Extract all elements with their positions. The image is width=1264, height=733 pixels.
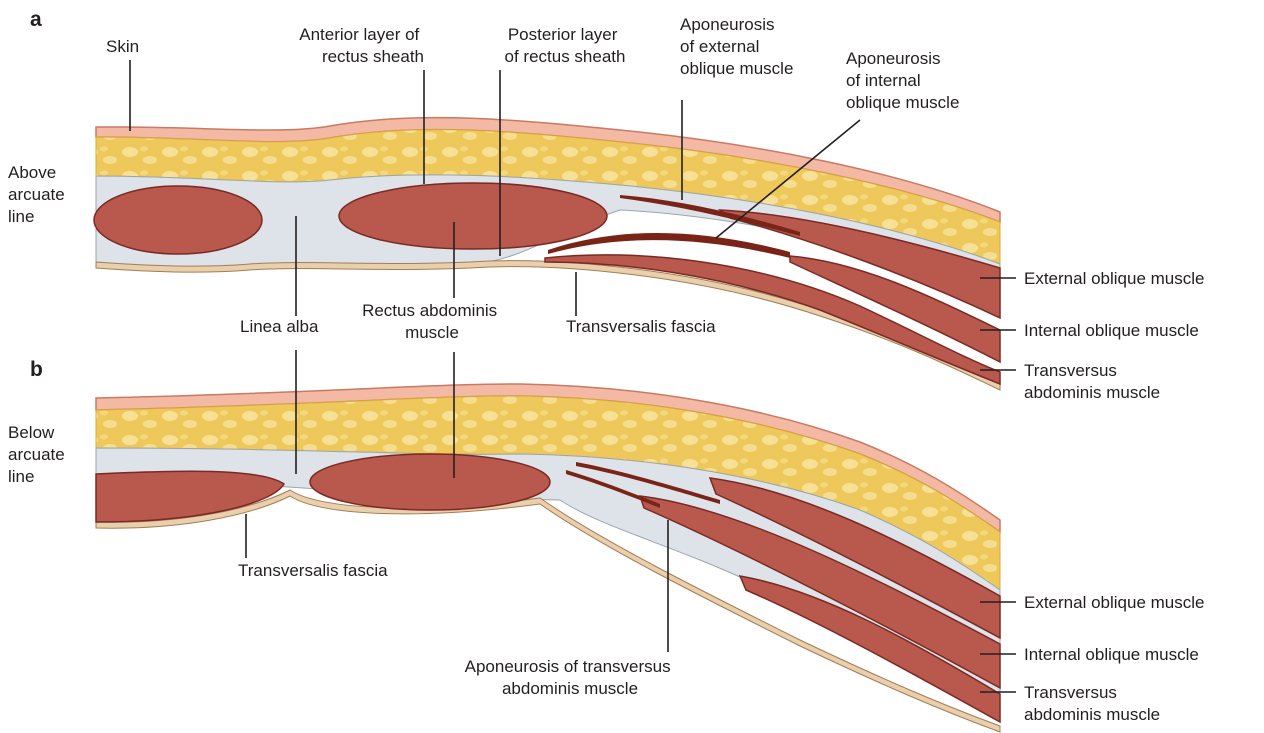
label-posterior-layer: Posterior layer of rectus sheath <box>505 25 626 66</box>
label-apo-transversus: Aponeurosis of transversus abdominis mus… <box>465 657 676 698</box>
label-internal-oblique-a: Internal oblique muscle <box>1024 321 1199 340</box>
label-external-oblique-a: External oblique muscle <box>1024 269 1204 288</box>
panel-b-side-label: Below arcuate line <box>8 423 69 486</box>
label-apo-internal: Aponeurosis of internal oblique muscle <box>846 49 959 112</box>
rectus-muscle-left <box>94 186 262 254</box>
label-skin: Skin <box>106 37 139 56</box>
label-apo-external: Aponeurosis of external oblique muscle <box>680 15 793 78</box>
panel-a: a Above arcuat <box>8 8 1204 402</box>
label-transversalis-fascia-a: Transversalis fascia <box>566 317 716 336</box>
panel-b-letter: b <box>30 358 43 381</box>
label-transversus-a: Transversus abdominis muscle <box>1024 361 1160 402</box>
label-transversus-b: Transversus abdominis muscle <box>1024 683 1160 724</box>
label-anterior-layer: Anterior layer of rectus sheath <box>299 25 424 66</box>
label-transversalis-fascia-b: Transversalis fascia <box>238 561 388 580</box>
aponeurosis-internal-oblique <box>548 233 790 258</box>
rectus-abdominis-muscle-b <box>310 454 550 510</box>
panel-a-side-label: Above arcuate line <box>8 163 69 226</box>
label-external-oblique-b: External oblique muscle <box>1024 593 1204 612</box>
panel-b: b Below arcuate li <box>8 350 1204 732</box>
panel-a-letter: a <box>30 8 42 31</box>
rectus-abdominis-muscle <box>339 183 607 249</box>
label-internal-oblique-b: Internal oblique muscle <box>1024 645 1199 664</box>
label-linea-alba: Linea alba <box>240 317 319 336</box>
panel-a-tissue <box>94 118 1000 390</box>
rectus-muscle-left-b <box>96 471 284 522</box>
label-rectus-abdominis: Rectus abdominis muscle <box>362 301 502 342</box>
